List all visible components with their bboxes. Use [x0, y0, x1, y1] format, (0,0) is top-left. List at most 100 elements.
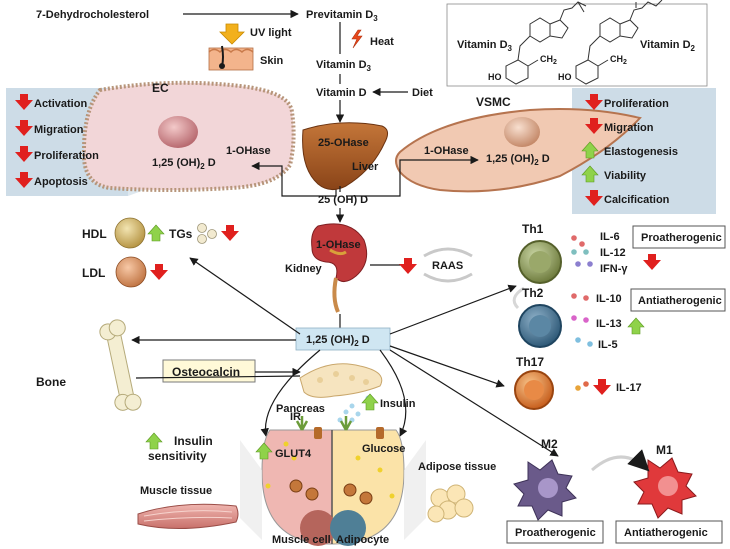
m2-label: M2 [541, 437, 558, 451]
raas-label: RAAS [432, 260, 463, 272]
heat-label: Heat [370, 36, 394, 48]
uv-light-label: UV light [250, 27, 292, 39]
previtamin-d3-label: Previtamin D3 [306, 9, 378, 23]
th2-up-arrow-icon [627, 317, 645, 335]
ec-effect-label: Migration [34, 124, 84, 136]
vsmc-effect-label: Proliferation [604, 98, 669, 110]
th2-antiatherogenic-label: Antiatherogenic [638, 295, 722, 307]
ldl-label: LDL [82, 266, 105, 280]
th2-cytokine-il13: IL-13 [596, 318, 622, 330]
ldl-particle-icon [115, 256, 147, 288]
vsmc-effect-label: Migration [604, 122, 654, 134]
th1-nucleus [529, 251, 551, 273]
th2-nucleus [529, 315, 551, 337]
th2-cytokine-il10: IL-10 [596, 293, 622, 305]
vsmc-effect-up-arrow-icon [581, 165, 599, 183]
ldl-down-arrow-icon [150, 264, 168, 280]
muscle-tissue-label: Muscle tissue [140, 485, 212, 497]
vitamin-d-label: Vitamin D [316, 87, 367, 99]
adipocyte-label: Adipocyte [336, 534, 389, 546]
th17-nucleus [524, 380, 544, 400]
th1-proatherogenic-label: Proatherogenic [641, 232, 722, 244]
hdl-particle-icon [114, 217, 146, 249]
skin-label: Skin [260, 55, 284, 67]
th1-cytokines-icon [571, 235, 593, 267]
vsmc-effect-label: Calcification [604, 194, 670, 206]
pancreas-organ [299, 363, 383, 398]
ec-effect-label: Apoptosis [34, 176, 88, 188]
liver-label: Liver [352, 161, 379, 173]
muscle-cell-label: Muscle cell [272, 534, 331, 546]
vsmc-effect-label: Viability [604, 170, 647, 182]
calcitriol-box [295, 327, 391, 351]
liver-organ [302, 122, 388, 190]
raas-down-arrow-icon [399, 258, 417, 274]
ec-product-label: 1,25 (OH)2 D [152, 157, 216, 171]
tgs-label: TGs [169, 227, 193, 241]
th17-cytokines-icon [575, 381, 589, 391]
ec-title: EC [152, 81, 169, 95]
th2-cytokine-il5: IL-5 [598, 339, 618, 351]
th2-antiatherogenic-box [630, 288, 726, 312]
th1-label: Th1 [522, 222, 544, 236]
ir-receptor-icon [295, 416, 353, 431]
diet-label: Diet [412, 87, 433, 99]
bone-icon [99, 319, 142, 411]
vsmc-cell [395, 108, 642, 193]
insulin-sensitivity-label-1: Insulin [174, 434, 213, 448]
hdl-up-arrow-icon [147, 224, 165, 242]
vitamin-structures-box: HO HO CH2 CH2 Vitamin D3 Vitamin D2 [446, 0, 708, 87]
pancreas-label: Pancreas [276, 403, 325, 415]
structure-vitd3-label: Vitamin D3 [457, 39, 513, 53]
oh25d-label: 25 (OH) D [318, 194, 368, 206]
to-th17-arrow [389, 345, 505, 388]
uv-light-icon [219, 23, 245, 45]
insulin-sensitivity-label-2: sensitivity [148, 449, 207, 463]
vsmc-effect-down-arrow-icon [585, 94, 603, 110]
insulin-up-arrow-icon [361, 393, 379, 411]
ec-cell [81, 80, 296, 192]
heat-icon [351, 29, 363, 49]
glucose-label: Glucose [362, 443, 405, 455]
adipocyte-nucleus [330, 510, 366, 546]
raas-cycle-icon [423, 247, 473, 283]
osteocalcin-label: Osteocalcin [172, 365, 240, 379]
glut4-label: GLUT4 [275, 448, 312, 460]
m1-macrophage-icon [633, 457, 697, 519]
tgs-down-arrow-icon [221, 225, 239, 241]
vitamin-d3-label: Vitamin D3 [316, 59, 372, 73]
vsmc-effect-up-arrow-icon [581, 141, 599, 159]
vitamin-d3-structure [505, 1, 587, 85]
vsmc-effect-down-arrow-icon [585, 190, 603, 206]
muscle-nucleus [300, 510, 336, 546]
th1-proatherogenic-box [632, 225, 726, 249]
to-adipocyte-arrow [379, 349, 408, 437]
th2-cytokines-icon [571, 293, 593, 347]
ohase25-label: 25-OHase [318, 137, 369, 149]
ec-conversion-arrow [251, 161, 337, 197]
adipose-tissue-icon [427, 484, 474, 523]
to-th-cells-arrow [389, 284, 517, 335]
bone-label: Bone [36, 375, 66, 389]
structure-ch2-2: CH2 [610, 54, 627, 66]
tgs-droplets-icon [197, 223, 217, 244]
ec-effect-down-arrow-icon [15, 120, 33, 136]
osteocalcin-line [135, 375, 301, 379]
adipose-tissue-label: Adipose tissue [418, 461, 496, 473]
to-lipids-arrow [189, 257, 301, 335]
ec-enzyme-label: 1-OHase [226, 145, 271, 157]
ir-label: IR [290, 411, 301, 423]
th1-down-arrow-icon [643, 254, 661, 270]
glucose-molecules-icon [265, 441, 395, 499]
ec-nucleus [158, 116, 198, 148]
vsmc-effects-list: ProliferationMigrationElastogenesisViabi… [581, 94, 678, 206]
m2-proatherogenic-box [506, 520, 604, 544]
kidney-organ [311, 223, 368, 313]
skin-icon [208, 45, 254, 71]
ohase1-kidney-label: 1-OHase [316, 239, 361, 251]
m1-label: M1 [656, 443, 673, 457]
th17-down-arrow-icon [593, 379, 611, 395]
ec-effect-label: Activation [34, 98, 87, 110]
vsmc-effect-down-arrow-icon [585, 118, 603, 134]
m2-m1-cycle-icon [591, 449, 650, 472]
